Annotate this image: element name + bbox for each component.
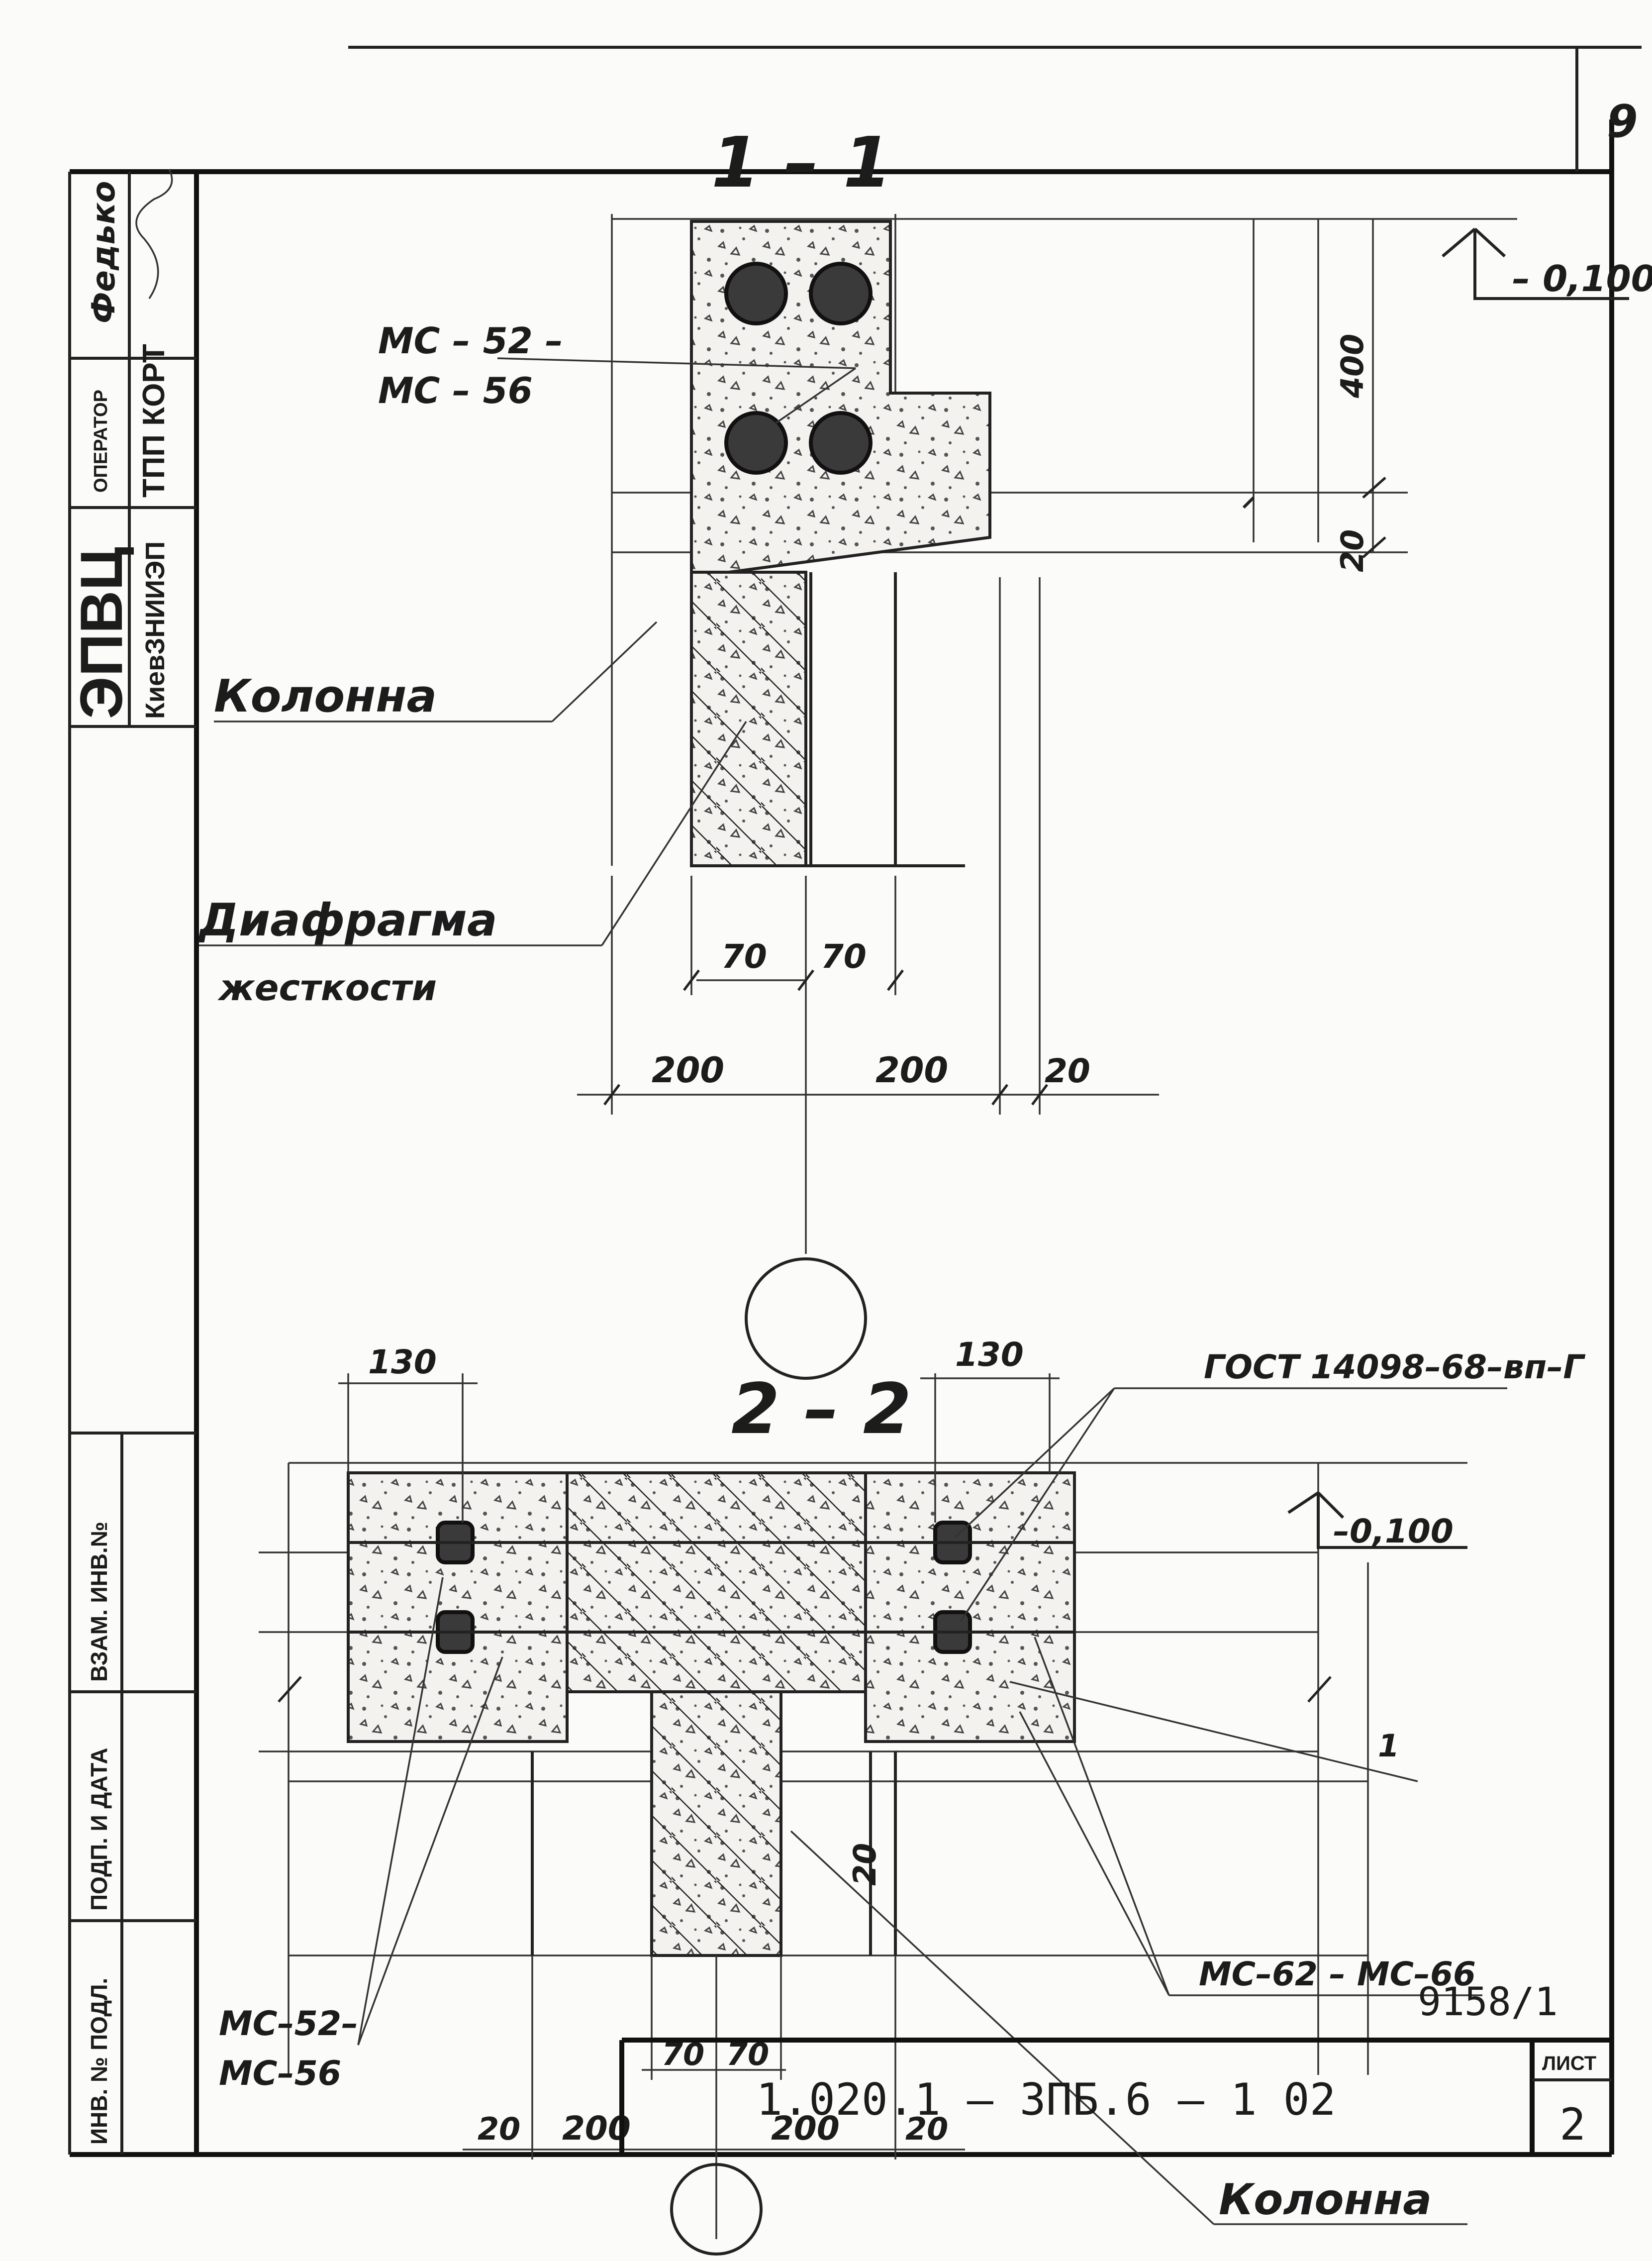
bars-right-callout: МС–62 – МС–66 [1019, 1637, 1482, 1996]
dim-vertical-1: 400 20 [1242, 219, 1386, 572]
section-1-title: 1 – 1 [711, 122, 891, 204]
title-block: 9158/1 1.020.1 – 3ПБ.6 – 1 02 ЛИСТ 2 [619, 1980, 1612, 2155]
dim-bottom-1: 70 70 200 200 20 [577, 577, 1159, 1254]
gost-callout: ГОСТ 14098–68–вп–Г [954, 1348, 1585, 1623]
sheet-frame [68, 46, 1642, 2157]
elevation-marker-1: – 0,100 [1442, 227, 1652, 300]
list-number: 2 [1559, 2099, 1586, 2150]
column-label-1: Колонна [214, 670, 437, 722]
column-label-2: Колонна [1219, 2175, 1432, 2225]
dim-20-vertical: 20 [1334, 529, 1370, 572]
dim-200a-2: 200 [562, 2109, 631, 2148]
rebar-3 [724, 411, 788, 475]
axis-marker-1 [745, 1257, 867, 1380]
section-2-2: 2 – 2 130 [219, 1336, 1585, 2256]
diaphragm-callout: Диафрагма жесткости [197, 721, 747, 1009]
bars-label-1a: МС – 52 – [378, 320, 563, 362]
section-2-title: 2 – 2 [731, 1369, 911, 1450]
dim-200b-1: 200 [875, 1050, 948, 1091]
diaphragm-label-1: Диафрагма [197, 894, 497, 946]
list-label: ЛИСТ [1542, 2053, 1596, 2074]
column-callout-2: Колонна [790, 1830, 1467, 2225]
section-1-1: 1 – 1 – 0,100 400 20 [197, 122, 1652, 1380]
left-stamp: Федько ОПЕРАТОР ТПП КОРТ ЭПВЦ КиевЗНИИЭП… [68, 169, 196, 2155]
diaphragm-label-2: жесткости [217, 967, 437, 1009]
slab-center-2 [566, 1471, 867, 1693]
dim-top-2: 130 130 [338, 1336, 1060, 1523]
dim-20b-2: 20 [905, 2111, 948, 2147]
dim-20-vertical-2: 20 [847, 1843, 883, 1886]
bars-left-callout: МС–52– МС–56 [219, 1577, 503, 2093]
dim-130a: 130 [368, 1343, 437, 1381]
operator-label: ОПЕРАТОР [91, 390, 111, 493]
dim-70b-1: 70 [821, 937, 867, 976]
dim-200a-1: 200 [652, 1050, 724, 1091]
signature: Федько [86, 181, 122, 323]
column-callout-1: Колонна [214, 621, 658, 722]
rebar-4 [809, 411, 873, 475]
org-sub: КиевЗНИИЭП [140, 541, 170, 719]
dim-200b-2: 200 [771, 2109, 840, 2148]
doc-code: 1.020.1 – 3ПБ.6 – 1 02 [756, 2074, 1336, 2125]
margin-field-vzam: ВЗАМ. ИНВ.№ [86, 1522, 112, 1682]
dim-20a-2: 20 [478, 2111, 520, 2147]
slab-left-2 [347, 1471, 569, 1743]
elevation-1: – 0,100 [1512, 258, 1652, 300]
dim-vertical-2: 20 [278, 1676, 1332, 1886]
bars-left-label-1: МС–52– [219, 2004, 358, 2044]
bars-label-1b: МС – 56 [378, 370, 533, 411]
dim-bottom-2: 70 70 20 200 200 20 [463, 1955, 965, 2239]
operator-value: ТПП КОРТ [137, 344, 171, 498]
bars-left-label-2: МС–56 [219, 2054, 341, 2093]
dim-70a-1: 70 [721, 937, 767, 976]
rebar-2 [809, 262, 873, 325]
gost-label: ГОСТ 14098–68–вп–Г [1204, 1348, 1585, 1386]
bars-right-label: МС–62 – МС–66 [1199, 1955, 1476, 1993]
bars-callout-1: МС – 52 – МС – 56 [378, 320, 856, 424]
dim-130b: 130 [955, 1336, 1024, 1374]
elevation-marker-2: –0,100 [1287, 1491, 1467, 1550]
dim-20-1: 20 [1045, 1052, 1090, 1090]
archive-number: 9158/1 [1418, 1980, 1558, 2025]
margin-field-inv: ИНВ. № ПОДЛ. [86, 1978, 112, 2145]
margin-field-podp: ПОДП. И ДАТА [86, 1747, 112, 1911]
elevation-2: –0,100 [1333, 1512, 1454, 1550]
mark-1-callout: 1 [1009, 1681, 1418, 1782]
mark-1: 1 [1378, 1728, 1399, 1764]
diaphragm-2 [650, 1690, 782, 1957]
signature-scribble-icon [135, 169, 173, 299]
dim-400: 400 [1334, 334, 1370, 399]
rebar-1 [724, 262, 788, 325]
org-main: ЭПВЦ [68, 547, 135, 719]
page-number-box: 9 [1607, 96, 1638, 148]
diaphragm-1 [690, 571, 807, 867]
axis-marker-2 [670, 2163, 763, 2256]
page-number: 9 [1607, 96, 1638, 148]
